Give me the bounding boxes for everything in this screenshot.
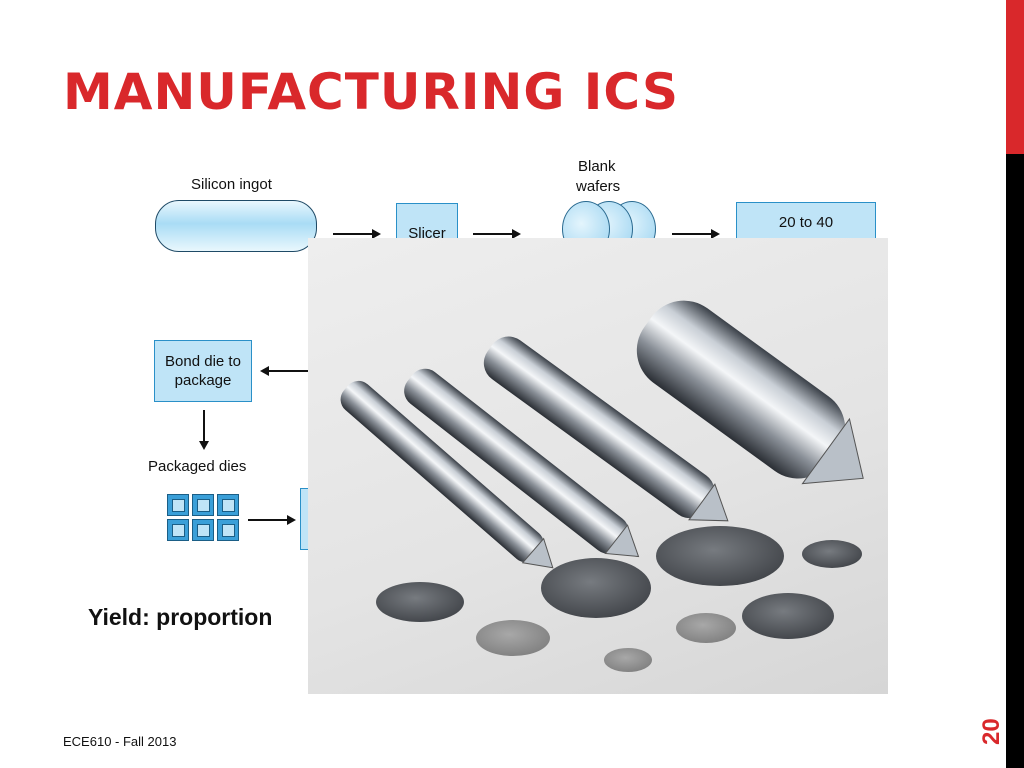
yield-text: Yield: proportion [88,604,273,630]
packaged-die [192,519,214,541]
slide-title: MANUFACTURING ICS [63,63,680,121]
wafer-disc [656,526,784,586]
blank-wafers-label-line2: wafers [576,178,621,195]
silicon-ingot-large [636,300,864,485]
accent-bar-black [1006,154,1024,768]
wafer-disc [541,558,651,618]
packaged-die [167,519,189,541]
silicon-ingots-illustration [340,300,864,672]
packaged-dies-label: Packaged dies [148,458,247,475]
processing-step-label: 20 to 40 [778,214,834,231]
wafer-disc [802,540,862,568]
slide-footer: ECE610 - Fall 2013 [63,734,177,749]
packaged-die [217,494,239,516]
bond-die-label-line1: Bond die to [165,353,241,370]
accent-bar-red [1006,0,1024,154]
arrow-to-processing [672,229,720,239]
wafer-disc [604,648,652,672]
silicon-ingot-shape [155,200,317,252]
packaged-dies-grid [167,494,239,541]
blank-wafers-label-line1: Blank [578,158,616,175]
slicer-label: Slicer [408,225,446,242]
silicon-ingots-photo [308,238,888,694]
wafer-disc [742,593,834,639]
arrow-to-wafers [473,229,521,239]
bond-die-box: Bond die to package [154,340,252,402]
page-number: 20 [978,718,1005,745]
arrow-to-bond-die [260,366,308,376]
wafer-disc [676,613,736,643]
packaged-die [192,494,214,516]
arrow-to-slicer [333,229,381,239]
arrow-down-to-packaged [199,410,209,450]
packaged-die [217,519,239,541]
silicon-ingot-medium [483,336,729,522]
wafer-disc [376,582,464,622]
arrow-to-testing [248,515,296,525]
silicon-ingot-label: Silicon ingot [191,176,272,193]
wafer-disc [476,620,550,656]
silicon-ingot-thin [340,380,554,569]
packaged-die [167,494,189,516]
bond-die-label-line2: package [174,372,232,389]
silicon-ingot-small [404,368,640,558]
